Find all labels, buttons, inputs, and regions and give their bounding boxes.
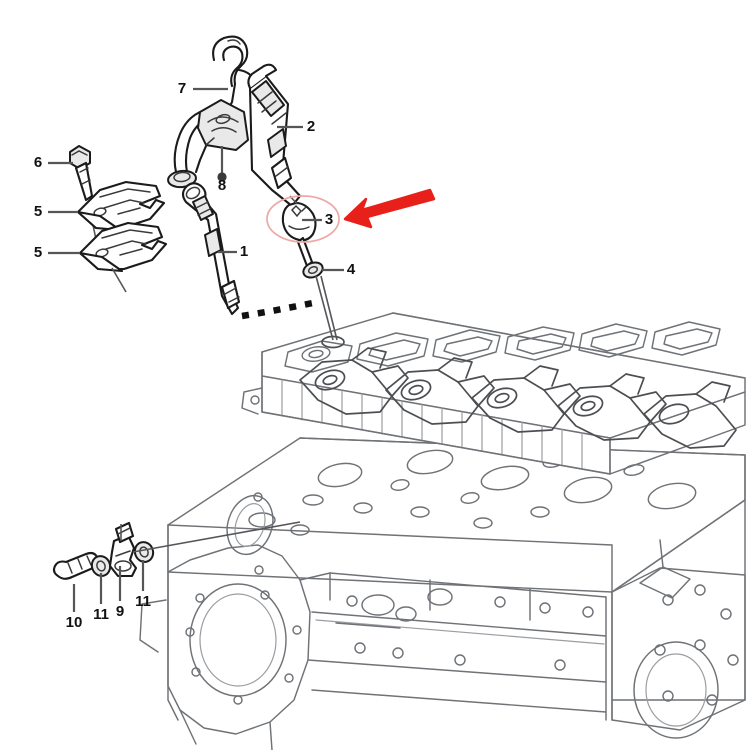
part-3-injector-nut	[281, 201, 317, 268]
leader-8-dot	[217, 172, 227, 182]
part-9-union-fitting	[108, 521, 138, 578]
part-2-injector-upper	[247, 63, 302, 208]
callout-number-2: 2	[307, 118, 315, 135]
callout-6: 6	[34, 154, 73, 171]
annotation-layer	[266, 188, 436, 243]
callout-number-10: 10	[66, 614, 83, 631]
injector-bore	[321, 335, 345, 349]
part-10-plug-screw	[52, 551, 99, 580]
callout-number-11-left: 11	[93, 606, 109, 623]
injector-nozzle-rod	[315, 275, 334, 341]
callout-1: 1	[218, 243, 248, 260]
callout-11-right: 11	[135, 560, 151, 610]
callouts-layer: 7 2 6 8 5 3 5	[34, 80, 356, 631]
highlight-ellipse-part-3	[266, 195, 340, 243]
small-parts-group	[52, 521, 301, 580]
union-to-block-line	[132, 521, 301, 553]
callout-8: 8	[218, 177, 226, 194]
part-8-pipe-bracket	[197, 99, 249, 182]
callout-number-4: 4	[347, 261, 356, 278]
callout-10: 10	[66, 584, 83, 631]
callout-number-11-right: 11	[135, 593, 151, 610]
block-side-bosses	[335, 588, 594, 671]
assembly-dotted-path	[241, 298, 319, 320]
callout-number-5-lower: 5	[34, 244, 42, 261]
block-right-end	[611, 539, 746, 739]
callout-number-8: 8	[218, 177, 226, 194]
callout-5-upper: 5	[34, 203, 78, 220]
part-1-injector-assembly	[181, 182, 241, 316]
callout-4: 4	[322, 261, 356, 278]
callout-number-1: 1	[240, 243, 248, 260]
callout-number-3: 3	[325, 211, 333, 228]
callout-9: 9	[116, 566, 124, 620]
part-5-injector-clamp-lower	[78, 221, 168, 293]
callout-7: 7	[178, 80, 228, 97]
callout-number-5-upper: 5	[34, 203, 42, 220]
callout-2: 2	[277, 118, 315, 135]
callout-5-lower: 5	[34, 244, 80, 261]
cylinder-head-group	[241, 312, 746, 475]
callout-3: 3	[302, 211, 333, 228]
callout-11-left: 11	[93, 573, 109, 623]
callout-number-6: 6	[34, 154, 42, 171]
injector-nozzle-rod-2	[320, 275, 338, 341]
callout-number-9: 9	[116, 603, 124, 620]
engine-block-group	[139, 437, 746, 750]
callout-number-7: 7	[178, 80, 186, 97]
red-pointer-arrow	[343, 188, 436, 229]
rocker-arm-assemblies	[299, 347, 737, 449]
head-top-pockets	[284, 321, 721, 373]
